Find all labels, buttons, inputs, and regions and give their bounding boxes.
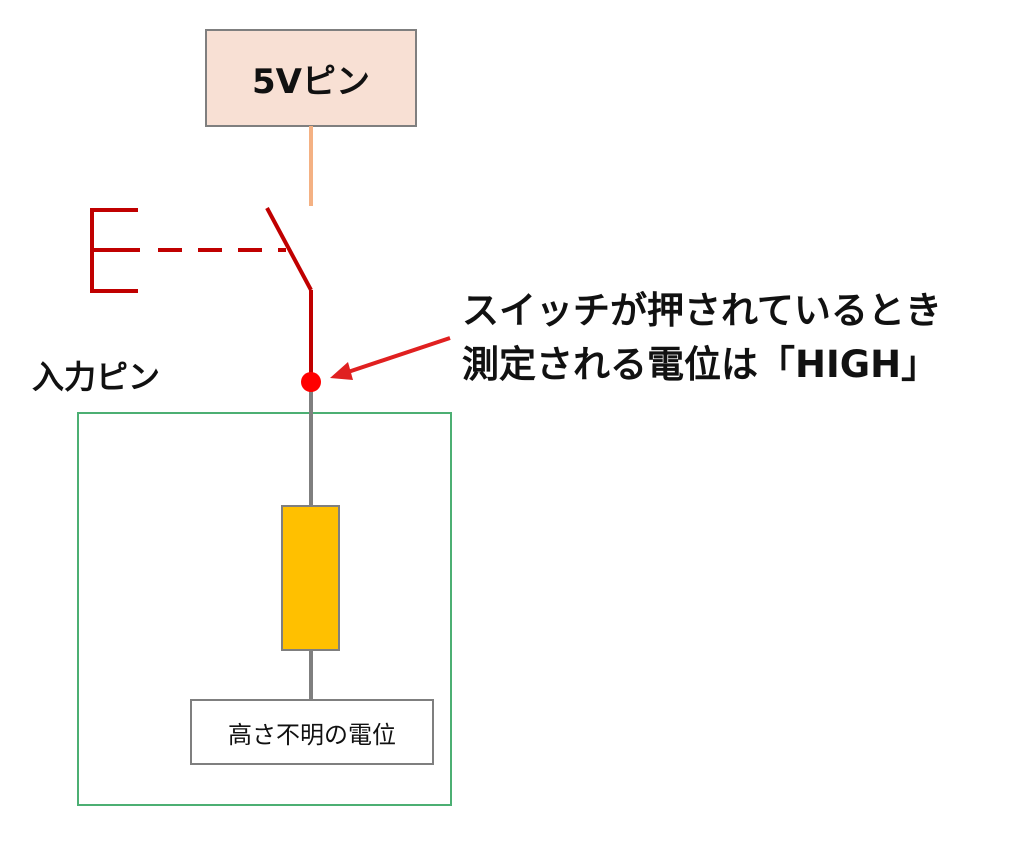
annotation-line-2: 測定される電位は「HIGH」: [462, 343, 939, 386]
annotation-arrow-shaft: [347, 336, 451, 374]
measurement-node: [301, 372, 321, 392]
annotation-text: スイッチが押されているとき 測定される電位は「HIGH」: [462, 284, 942, 392]
pulldown-resistor: [281, 505, 340, 651]
annotation-arrow-head: [330, 362, 353, 380]
input-pin-box: [77, 412, 452, 806]
unknown-potential-label: 高さ不明の電位: [228, 720, 396, 749]
switch-contact: [265, 207, 313, 291]
annotation-line-1: スイッチが押されているとき: [462, 289, 942, 332]
unknown-potential-box: [190, 699, 434, 765]
power-pin-box: [205, 29, 417, 127]
input-pin-label: 入力ピン: [32, 358, 161, 396]
switch-pushbutton: [90, 208, 140, 293]
power-pin-label: 5Vピン: [252, 61, 370, 102]
